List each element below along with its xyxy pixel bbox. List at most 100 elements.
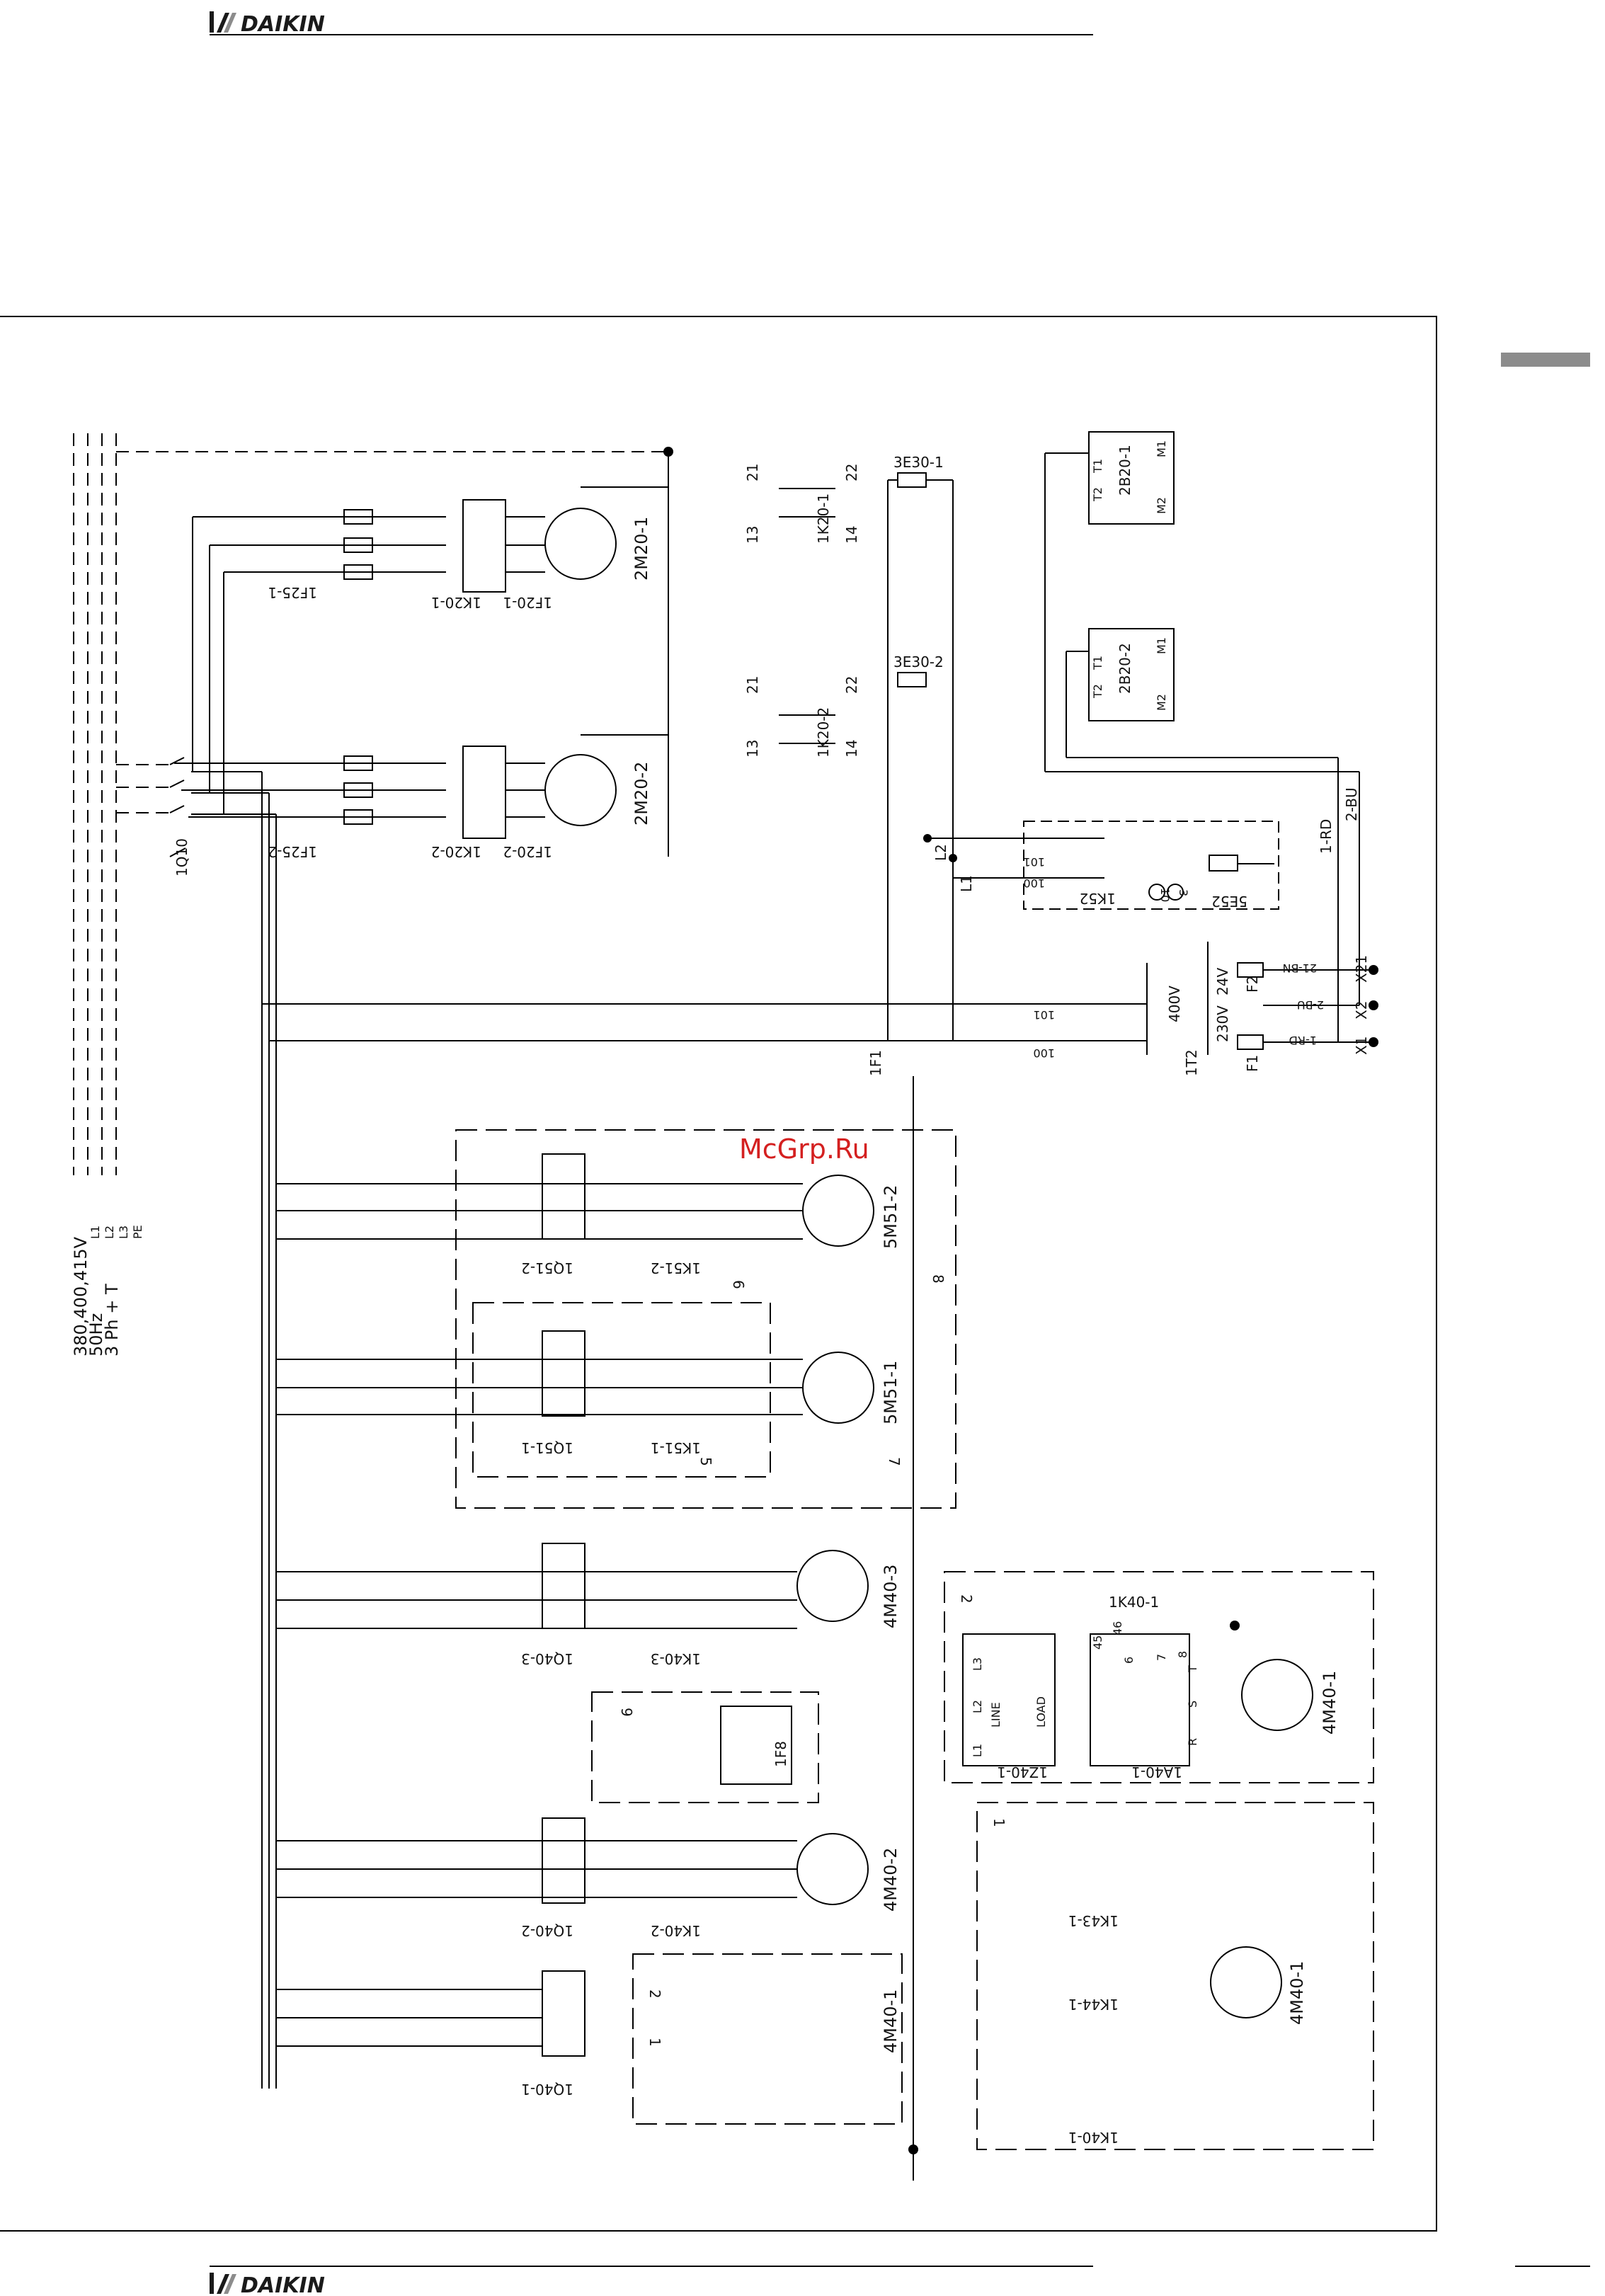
- conductor-l3: L3: [117, 1226, 130, 1239]
- thermostat1-pin-m1: M1: [1155, 440, 1168, 457]
- tx-secondary-24v: 24V: [1214, 968, 1231, 995]
- relay-coil-label: 5E52: [1211, 893, 1247, 910]
- pump2-outer-tag: 8: [930, 1274, 947, 1284]
- filter-pin-l3: L3: [971, 1657, 984, 1671]
- footer-right-rule: [1515, 2266, 1590, 2267]
- pump2-motor-label: 5M51-2: [881, 1185, 901, 1249]
- aux2-label: 1K20-2: [815, 707, 832, 758]
- watermark: McGrp.Ru: [739, 1133, 869, 1165]
- pump1-contactor-label: 1K51-1: [651, 1439, 701, 1456]
- brand-name-footer: DAIKIN: [241, 2273, 325, 2295]
- comp1-tag-b: 2: [646, 1989, 663, 1999]
- tx-breaker-label: 1F1: [867, 1050, 884, 1076]
- aux1-pin-21: 21: [744, 464, 761, 481]
- pump2-tag: 6: [730, 1280, 747, 1289]
- thermostat2-pin-t2: T2: [1091, 684, 1104, 699]
- comp2-contactor-label: 1K40-2: [651, 1922, 701, 1939]
- filter-line-label: LINE: [989, 1702, 1003, 1727]
- stardelta-contactor-1k40: 1K40-1: [1068, 2129, 1119, 2146]
- stardelta-contactor-1k44: 1K44-1: [1068, 1996, 1119, 2013]
- protection-label: 1F8: [772, 1741, 789, 1767]
- filter-load-label: LOAD: [1034, 1696, 1048, 1727]
- aux1-pin-13: 13: [744, 526, 761, 544]
- brand-name: DAIKIN: [241, 12, 325, 35]
- starter-pin-r: R: [1186, 1738, 1199, 1746]
- aux1-pin-22: 22: [843, 464, 860, 481]
- tx-ref-label: 1T2: [1183, 1049, 1200, 1076]
- aux2-pin-14: 14: [843, 740, 860, 758]
- tx-wire-tag-2bu: 2-BU: [1297, 998, 1324, 1012]
- wire-label-2bu: 2-BU: [1343, 787, 1360, 821]
- thermostat1-label: 2B20-1: [1116, 445, 1133, 496]
- tx-wire-tag-21bn: 21-BN: [1282, 961, 1317, 975]
- thermostat2-pin-m1: M1: [1155, 637, 1168, 654]
- conductor-pe: PE: [131, 1225, 144, 1239]
- relay-tag-marker-b: [1167, 884, 1184, 901]
- supply-voltage: 380,400,415V: [71, 1236, 91, 1357]
- daikin-logo-footer: DAIKIN: [210, 2273, 325, 2295]
- tx-primary-label: 400V: [1166, 986, 1183, 1022]
- thermostat2-pin-m2: M2: [1155, 694, 1168, 711]
- pump1-outer-tag: 7: [886, 1457, 903, 1466]
- fan1-contactor-label: 1K20-1: [431, 594, 481, 611]
- tx-fuse-f2: F2: [1244, 976, 1261, 993]
- comp1-breaker-label: 1Q40-1: [521, 2081, 573, 2098]
- main-switch-label: 1Q10: [173, 838, 190, 876]
- comp3-motor-label: 4M40-3: [881, 1565, 901, 1628]
- pump1-breaker-label: 1Q51-1: [521, 1439, 573, 1456]
- protection-tag: 9: [618, 1708, 635, 1717]
- pump2-breaker-label: 1Q51-2: [521, 1260, 573, 1276]
- aux2-pin-22: 22: [843, 676, 860, 694]
- starter-pin-6: 6: [1122, 1657, 1136, 1664]
- tx-fuse-f1: F1: [1244, 1055, 1261, 1072]
- diagram-frame: [0, 316, 1437, 2232]
- bus-l2-label: L2: [932, 844, 949, 861]
- heater2-label: 3E30-2: [893, 653, 944, 670]
- stardelta-motor-label: 4M40-1: [1287, 1961, 1307, 2025]
- starter-pin-t: T: [1186, 1665, 1199, 1673]
- relay-tag-marker-a: [1148, 884, 1165, 901]
- bus-l1-label: L1: [958, 875, 975, 892]
- comp1-motor-label: 4M40-1: [881, 1989, 901, 2053]
- relay-label: 1K52: [1080, 890, 1116, 907]
- relay-tag-3: 3: [1177, 889, 1190, 896]
- aux2-pin-13: 13: [744, 740, 761, 758]
- terminal-x21: X21: [1353, 955, 1370, 983]
- fan1-motor-label: 2M20-1: [632, 517, 651, 581]
- tx-wire-100: 100: [1033, 1046, 1055, 1060]
- starter-pin-8: 8: [1176, 1651, 1189, 1658]
- section-tab: [1501, 353, 1590, 367]
- pump2-contactor-label: 1K51-2: [651, 1260, 701, 1276]
- terminal-x2: X2: [1353, 1001, 1370, 1020]
- footer-rule: [210, 2266, 1093, 2267]
- starter-pin-s: S: [1186, 1701, 1199, 1708]
- comp3-breaker-label: 1Q40-3: [521, 1650, 573, 1667]
- tx-wire-101: 101: [1033, 1008, 1055, 1022]
- comp2-breaker-label: 1Q40-2: [521, 1922, 573, 1939]
- thermostat1-pin-t2: T2: [1091, 487, 1104, 502]
- fan2-overload-label: 1F20-2: [503, 843, 552, 860]
- softstart-starter-label: 1A40-1: [1131, 1764, 1182, 1781]
- supply-frequency: 50Hz: [86, 1313, 106, 1357]
- relay-wire-100: 100: [1023, 876, 1045, 890]
- stardelta-contactor-1k43: 1K43-1: [1068, 1912, 1119, 1929]
- relay-wire-101: 101: [1023, 855, 1045, 869]
- wire-label-1rd: 1-RD: [1318, 819, 1335, 854]
- fan2-fuse-label: 1F25-2: [268, 843, 317, 860]
- starter-pin-46: 46: [1111, 1621, 1124, 1635]
- aux1-pin-14: 14: [843, 526, 860, 544]
- filter-pin-l1: L1: [971, 1744, 984, 1757]
- thermostat1-pin-t1: T1: [1091, 459, 1104, 474]
- comp2-motor-label: 4M40-2: [881, 1848, 901, 1912]
- supply-phases: 3 Ph + T: [102, 1284, 122, 1357]
- thermostat1-pin-m2: M2: [1155, 497, 1168, 514]
- aux2-pin-21: 21: [744, 676, 761, 694]
- pump1-motor-label: 5M51-1: [881, 1361, 901, 1424]
- terminal-x1: X1: [1353, 1036, 1370, 1055]
- fan2-contactor-label: 1K20-2: [431, 843, 481, 860]
- tx-wire-tag-1rd: 1-RD: [1289, 1034, 1317, 1047]
- conductor-l2: L2: [103, 1226, 116, 1239]
- conductor-l1: L1: [88, 1226, 102, 1239]
